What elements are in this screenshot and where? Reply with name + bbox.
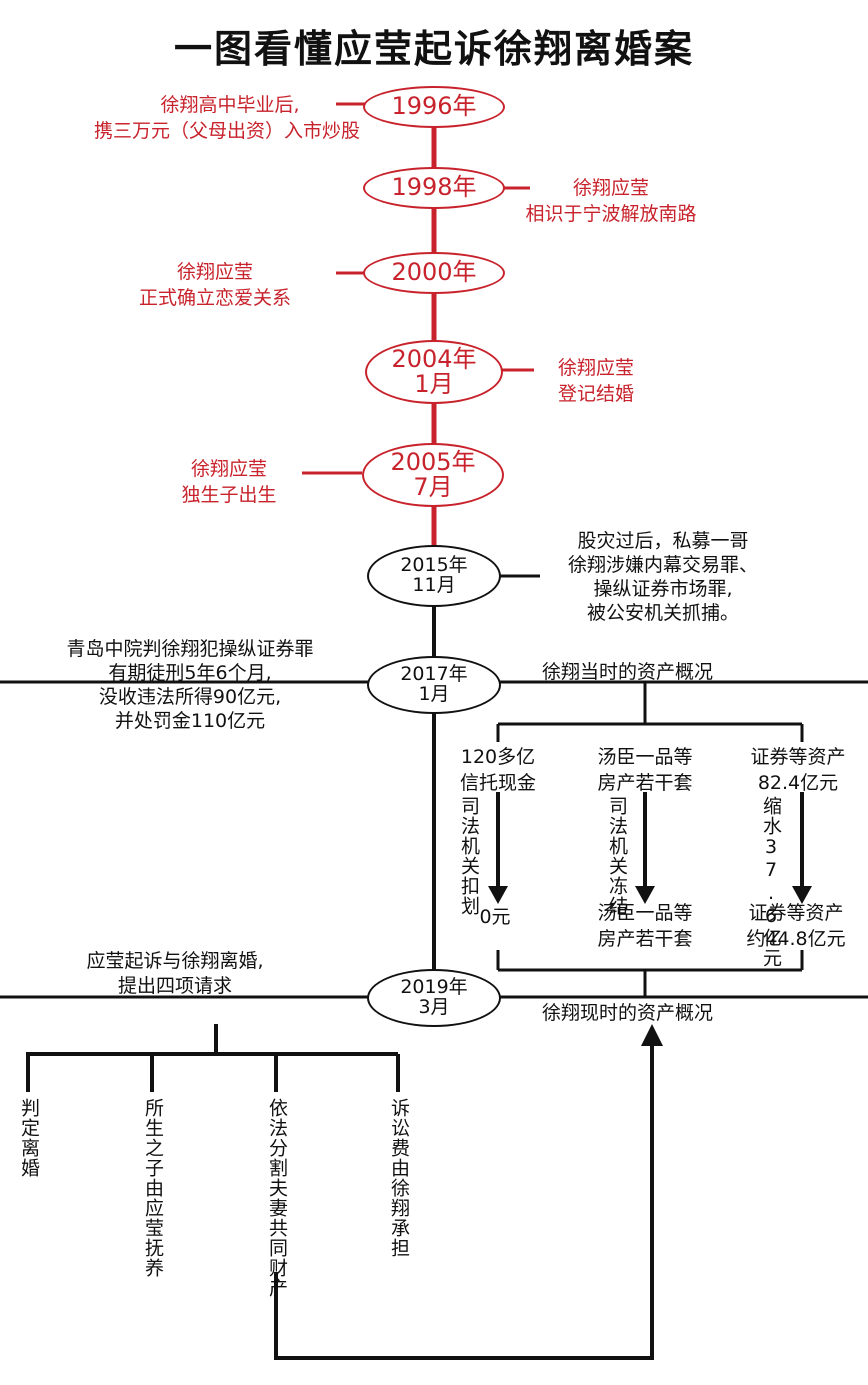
year-label: 1998年 (391, 173, 477, 202)
month-label: 1月 (414, 370, 454, 398)
event-2004: 徐翔应莹 登记结婚 (557, 357, 634, 405)
asset-action-2: 司法机关冻结 (606, 796, 628, 916)
asset-after-1: 0元 (479, 906, 511, 928)
year-node-2019: 2019年 3月 (367, 969, 501, 1027)
year-label: 2005年 (390, 447, 476, 476)
event-2017: 青岛中院判徐翔犯操纵证券罪 有期徒刑5年6个月, 没收违法所得90亿元, 并处罚… (66, 638, 314, 732)
asset-after-3: 证券等资产 约44.8亿元 (746, 902, 846, 950)
year-label: 1996年 (391, 92, 477, 121)
property-to-assets-line (274, 1044, 654, 1360)
asset-before-1: 120多亿 信托现金 (459, 746, 536, 794)
event-2005: 徐翔应莹 独生子出生 (181, 458, 277, 506)
request-litigation-fee: 诉讼费由徐翔承担 (388, 1098, 410, 1258)
year-node-1996: 1996年 (363, 86, 505, 128)
month-label: 3月 (418, 996, 450, 1018)
asset-action-1: 司法机关扣划 (458, 796, 480, 916)
assets-then-title: 徐翔当时的资产概况 (542, 661, 714, 683)
asset-after-2: 汤臣一品等 房产若干套 (597, 902, 693, 950)
request-property-division: 依法分割夫妻共同财产 (266, 1098, 288, 1298)
event-1996: 徐翔高中毕业后, 携三万元（父母出资）入市炒股 (94, 94, 361, 142)
year-node-2005: 2005年 7月 (362, 443, 504, 507)
event-2015: 股灾过后，私募一哥 徐翔涉嫌内幕交易罪、 操纵证券市场罪, 被公安机关抓捕。 (567, 530, 758, 624)
year-label: 2000年 (391, 258, 477, 287)
event-1998: 徐翔应莹 相识于宁波解放南路 (525, 177, 697, 225)
month-label: 1月 (418, 683, 450, 705)
year-node-2004: 2004年 1月 (365, 340, 503, 404)
year-label: 2019年 (400, 976, 468, 999)
event-2019: 应莹起诉与徐翔离婚, 提出四项请求 (86, 950, 264, 997)
year-label: 2004年 (391, 344, 477, 373)
year-node-2015: 2015年 11月 (367, 545, 501, 607)
month-label: 7月 (413, 473, 453, 501)
year-node-1998: 1998年 (363, 167, 505, 209)
month-label: 11月 (412, 574, 456, 596)
event-2000: 徐翔应莹 正式确立恋爱关系 (138, 261, 291, 309)
year-node-2017: 2017年 1月 (367, 656, 501, 714)
asset-action-3: 缩水37.6亿元 (760, 796, 782, 968)
year-label: 2017年 (400, 663, 468, 686)
request-child-custody: 所生之子由应莹抚养 (142, 1098, 164, 1278)
asset-before-2: 汤臣一品等 房产若干套 (597, 746, 693, 794)
page-title: 一图看懂应莹起诉徐翔离婚案 (173, 27, 694, 71)
asset-before-3: 证券等资产 82.4亿元 (750, 746, 846, 794)
assets-now-title: 徐翔现时的资产概况 (542, 1002, 714, 1024)
request-divorce: 判定离婚 (18, 1098, 40, 1178)
year-label: 2015年 (400, 554, 468, 577)
year-node-2000: 2000年 (363, 252, 505, 294)
